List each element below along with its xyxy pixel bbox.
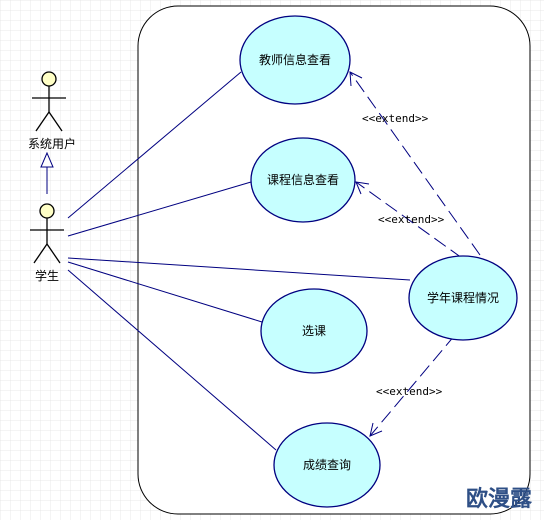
extend-arrowhead-course-info <box>355 181 370 195</box>
extend-line-course-info <box>355 181 463 259</box>
actor-head <box>41 71 57 87</box>
extend-line-grade-query <box>369 334 456 437</box>
extend-label-teacher-info: <<extend>> <box>362 112 429 125</box>
extend-arrowhead-grade-query <box>369 422 383 437</box>
use-case-teacher-info: 教师信息查看 <box>239 15 351 105</box>
use-case-label: 选课 <box>302 324 326 338</box>
generalization-arrowhead <box>40 151 54 168</box>
association-student-grade-query <box>67 269 277 451</box>
actor-system-user: 系统用户 <box>28 71 76 151</box>
watermark-text: 欧漫露 <box>466 486 533 512</box>
use-case-label: 课程信息查看 <box>267 172 339 187</box>
actor-head <box>39 203 55 219</box>
extend-label-grade-query: <<extend>> <box>376 385 443 398</box>
system-boundary <box>137 5 531 515</box>
use-case-label: 成绩查询 <box>303 458 351 472</box>
actor-label: 系统用户 <box>28 136 76 151</box>
extend-label-course-info: <<extend>> <box>378 213 445 226</box>
actor-label: 学生 <box>35 268 59 283</box>
use-case-course-info: 课程信息查看 <box>250 137 356 223</box>
association-student-teacher-info <box>67 71 242 219</box>
association-student-course-select <box>67 261 263 323</box>
association-student-year-course <box>67 257 411 281</box>
use-case-grade-query: 成绩查询 <box>273 422 381 508</box>
use-case-label: 学年课程情况 <box>427 290 499 305</box>
extend-arrowhead-teacher-info <box>349 71 363 87</box>
association-student-course-info <box>67 181 252 237</box>
use-case-year-course: 学年课程情况 <box>408 255 518 341</box>
extend-line-teacher-info <box>349 71 481 256</box>
use-case-label: 教师信息查看 <box>259 52 331 67</box>
actor-student: 学生 <box>30 203 64 283</box>
use-case-course-select: 选课 <box>260 288 368 374</box>
